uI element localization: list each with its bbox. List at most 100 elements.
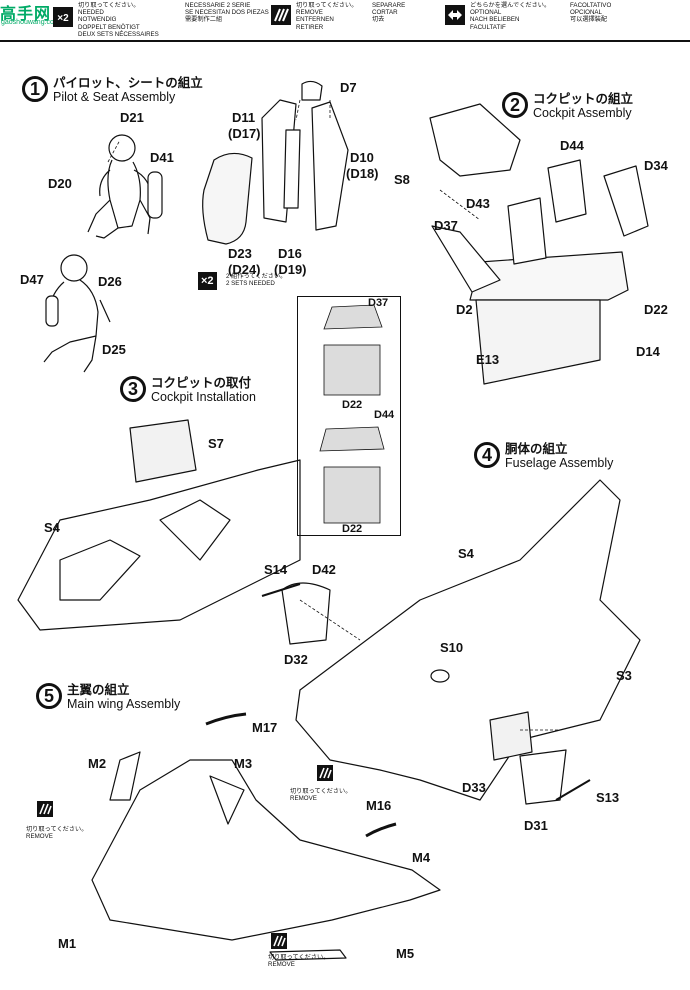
rail-d37 bbox=[431, 225, 501, 293]
part-label: M1 bbox=[58, 936, 77, 951]
optional-arrows-icon bbox=[444, 4, 466, 26]
part-label: S4 bbox=[458, 546, 474, 561]
cockpit-tub-installed bbox=[59, 539, 141, 601]
instruction-legend-header: 高手网 gaoshouwang.com ×2 切り取ってください。 NEEDED… bbox=[0, 0, 690, 42]
part-label: S7 bbox=[208, 436, 224, 451]
step-number: 3 bbox=[120, 376, 146, 402]
legend-remove-text: 切り取ってください。 REMOVE ENTFERNEN RETIRER bbox=[296, 2, 358, 31]
step-1-header: 1 パイロット、シートの組立 Pilot & Seat Assembly bbox=[22, 76, 203, 104]
step-title-en: Fuselage Assembly bbox=[505, 456, 614, 470]
step-4-header: 4 胴体の組立 Fuselage Assembly bbox=[474, 442, 613, 470]
part-label: D20 bbox=[48, 176, 72, 191]
side-console-d43 bbox=[507, 197, 547, 265]
wing-part-m2 bbox=[109, 751, 141, 801]
seat-rail-d10 bbox=[311, 101, 349, 231]
part-label: S4 bbox=[44, 520, 60, 535]
double-set-note: 2 組作ってください。 2 SETS NEEDED bbox=[226, 273, 287, 287]
part-label: S3 bbox=[616, 668, 632, 683]
part-label: M16 bbox=[366, 798, 392, 813]
step-5-header: 5 主翼の組立 Main wing Assembly bbox=[36, 683, 180, 711]
console-d44 bbox=[547, 159, 587, 223]
part-label: D32 bbox=[284, 652, 308, 667]
legend-remove-text-2: SEPARARE CORTAR 切去 bbox=[372, 2, 406, 24]
step-2-header: 2 コクピットの組立 Cockpit Assembly bbox=[502, 92, 633, 120]
cut-remove-icon bbox=[316, 764, 334, 782]
watermark-logo: 高手网 bbox=[0, 6, 52, 23]
part-label: D10 bbox=[350, 150, 374, 165]
svg-text:×2: ×2 bbox=[57, 13, 69, 24]
side-console-d34 bbox=[603, 165, 649, 237]
step-title-jp: コクピットの組立 bbox=[533, 92, 634, 106]
step-3-header: 3 コクピットの取付 Cockpit Installation bbox=[120, 376, 256, 404]
step-title-jp: コクピットの取付 bbox=[151, 376, 252, 390]
probe-s14 bbox=[261, 583, 301, 597]
cut-remove-icon bbox=[270, 4, 292, 26]
part-label: (D18) bbox=[346, 166, 379, 181]
remove-note: 切り取ってください。 REMOVE bbox=[268, 954, 330, 968]
remove-note: 切り取ってください。 REMOVE bbox=[26, 826, 88, 840]
double-set-icon: ×2 bbox=[52, 6, 74, 28]
part-label: E13 bbox=[476, 352, 500, 367]
legend-needed-text: 切り取ってください。 NEEDED NOTWENDIG DOPPELT BENÖ… bbox=[78, 2, 159, 38]
step-title-en: Cockpit Installation bbox=[151, 390, 256, 404]
part-label: M4 bbox=[412, 850, 431, 865]
intake-d42 bbox=[281, 582, 331, 645]
instrument-panel-part bbox=[429, 103, 521, 177]
part-label: D23 bbox=[228, 246, 252, 261]
part-label: D7 bbox=[340, 80, 357, 95]
part-label: D22 bbox=[342, 523, 363, 535]
remove-note: 切り取ってください。 REMOVE bbox=[290, 788, 352, 802]
part-label: D25 bbox=[102, 342, 126, 357]
seat-rail-d16 bbox=[283, 129, 301, 209]
part-label: D37 bbox=[434, 218, 458, 233]
inset-panels-art bbox=[319, 304, 385, 524]
part-label: D16 bbox=[278, 246, 302, 261]
panel-d33 bbox=[489, 711, 533, 761]
part-label: D43 bbox=[466, 196, 490, 211]
part-label: D34 bbox=[644, 158, 668, 173]
part-label: D26 bbox=[98, 274, 122, 289]
wing-part-m17 bbox=[205, 712, 247, 726]
panel-d31 bbox=[519, 749, 567, 805]
part-label: D14 bbox=[636, 344, 660, 359]
probe-s13 bbox=[555, 779, 591, 801]
wing-part-m16 bbox=[365, 822, 397, 838]
part-label: (D17) bbox=[228, 126, 261, 141]
legend-optional-text-2: FACOLTATIVO OPCIONAL 可以選擇裝配 bbox=[570, 2, 612, 24]
part-label: S14 bbox=[264, 562, 288, 577]
decal-placement-inset: D37 D22 D44 D22 bbox=[297, 296, 401, 536]
step-title-en: Cockpit Assembly bbox=[533, 106, 632, 120]
part-s10 bbox=[430, 669, 450, 683]
part-label: D22 bbox=[644, 302, 668, 317]
cockpit-tub-d22 bbox=[469, 251, 629, 301]
part-label: D11 bbox=[232, 110, 256, 125]
part-label: D47 bbox=[20, 272, 44, 287]
cockpit-floor-d14 bbox=[475, 299, 601, 385]
part-label: (D24) bbox=[228, 262, 261, 277]
part-label: D44 bbox=[560, 138, 584, 153]
part-label: M5 bbox=[396, 946, 415, 961]
fuselage-s3-s4 bbox=[295, 479, 641, 801]
part-label: D2 bbox=[456, 302, 473, 317]
part-label: S8 bbox=[394, 172, 410, 187]
ejection-seat-d23 bbox=[202, 152, 253, 245]
step-title-jp: パイロット、シートの組立 bbox=[53, 76, 203, 90]
step-title-en: Main wing Assembly bbox=[67, 697, 181, 711]
part-label: (D19) bbox=[274, 262, 307, 277]
part-label: D31 bbox=[524, 818, 548, 833]
part-label: D33 bbox=[462, 780, 486, 795]
part-label: D41 bbox=[150, 150, 174, 165]
watermark-url: gaoshouwang.com bbox=[1, 19, 60, 26]
headbox-d7 bbox=[301, 80, 323, 101]
cut-remove-icon bbox=[36, 800, 54, 818]
cut-remove-icon bbox=[270, 932, 288, 950]
step-title-jp: 主翼の組立 bbox=[67, 683, 130, 697]
main-wing-m1 bbox=[91, 759, 441, 941]
step-number: 1 bbox=[22, 76, 48, 102]
part-label: S10 bbox=[440, 640, 464, 655]
pilot-figure-2 bbox=[43, 254, 111, 373]
pilot-figure-1 bbox=[87, 134, 153, 239]
part-label: D37 bbox=[368, 297, 389, 309]
part-label: M2 bbox=[88, 756, 107, 771]
